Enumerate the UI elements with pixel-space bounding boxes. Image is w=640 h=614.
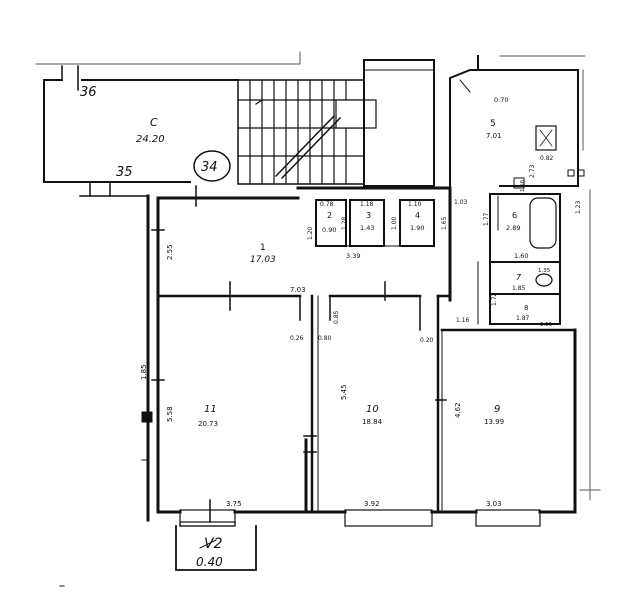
dim-label: 0.82 [540,155,554,162]
closets [315,199,435,247]
room-11-number: 11 [204,404,217,415]
dim-label: 1.20 [307,226,314,240]
room-7-area: 1.85 [512,285,526,292]
room-3-area: 1.43 [360,224,374,232]
dim-label: 0.85 [333,310,340,324]
dim-label: 4.62 [454,402,462,418]
background-lines [35,51,601,501]
room-4-number: 4 [415,211,420,220]
room-1-number: 1 [260,243,266,253]
balcony-v2-area: 0.40 [196,555,223,569]
dim-label: 1.65 [441,216,448,230]
room-1-area: 17.03 [250,255,276,265]
interior-walls [156,294,577,514]
room-10-area: 18.84 [362,418,383,426]
dim-label: 3.03 [486,500,502,508]
dimension-labels: 7.03 3.39 0.78 1.18 1.10 1.60 0.70 0.82 … [140,96,582,508]
room-5-number: 5 [490,119,496,129]
room-6-area: 2.89 [506,224,520,232]
markers [59,411,308,587]
room-labels: C 24.20 34 1 17.03 2 0.90 3 1.43 4 1.90 … [80,85,530,569]
room-9-area: 13.99 [484,418,504,426]
room-4-area: 1.90 [410,224,424,232]
staircase [237,59,435,187]
outside-label-36: 36 [80,85,97,100]
stair-number-circle [193,150,231,182]
dim-label: 7.03 [290,286,306,294]
dim-label: 1.55 [540,322,553,328]
balcony-v2-number: V2 [204,536,223,552]
dim-label: 1.72 [491,292,498,306]
room-3-number: 3 [366,211,371,220]
dim-label: 3.75 [226,500,242,508]
dim-label: 1.28 [341,216,348,230]
dim-label: 2.55 [166,244,174,260]
room-9-number: 9 [494,404,500,415]
outside-label-35: 35 [116,165,133,180]
dim-label: 1.16 [456,317,470,324]
room-10-number: 10 [366,404,379,415]
dim-label: 1.35 [538,268,551,274]
stair-number: 34 [201,160,218,175]
dim-label: 1.23 [575,200,582,214]
dim-label: 1.18 [360,201,374,208]
dimension-ticks [151,185,447,523]
dim-label: 3.92 [364,500,380,508]
toilet-room-7 [477,261,561,325]
dim-label: 0.26 [290,335,304,342]
dim-label: 1.00 [391,216,398,230]
dim-label: 1.03 [454,199,468,206]
dim-label: 1.56 [520,179,526,192]
room-8-area: 1.87 [516,315,530,322]
kitchen-room-5 [449,55,585,189]
room-2-area: 0.90 [322,226,336,234]
room-c-area: 24.20 [136,134,165,145]
room-6-number: 6 [512,211,517,220]
dim-label: 3.39 [346,252,360,260]
dim-label: 5.58 [166,406,174,422]
balcony-v2 [175,525,257,571]
dim-label: 0.20 [420,337,434,344]
dim-label: 0.70 [494,96,508,104]
dim-label: 0.80 [318,335,332,342]
apartment-walls [146,186,577,522]
dim-label: 2.73 [529,164,536,178]
room-2-number: 2 [327,211,332,220]
dim-label: 1.77 [483,212,490,226]
room-11-area: 20.73 [198,420,218,428]
dim-label: 1.10 [408,201,422,208]
dim-label: 1.60 [514,252,528,260]
room-7-number: 7 [516,273,522,282]
room-c-number: C [150,116,158,129]
dim-label: 5.45 [340,384,348,400]
room-8-number: 8 [524,304,528,312]
dim-label: 0.78 [320,201,334,208]
dim-label: 1.85 [140,364,148,380]
room-5-area: 7.01 [486,132,502,140]
windows [179,509,541,527]
storage-room-c [43,65,239,197]
